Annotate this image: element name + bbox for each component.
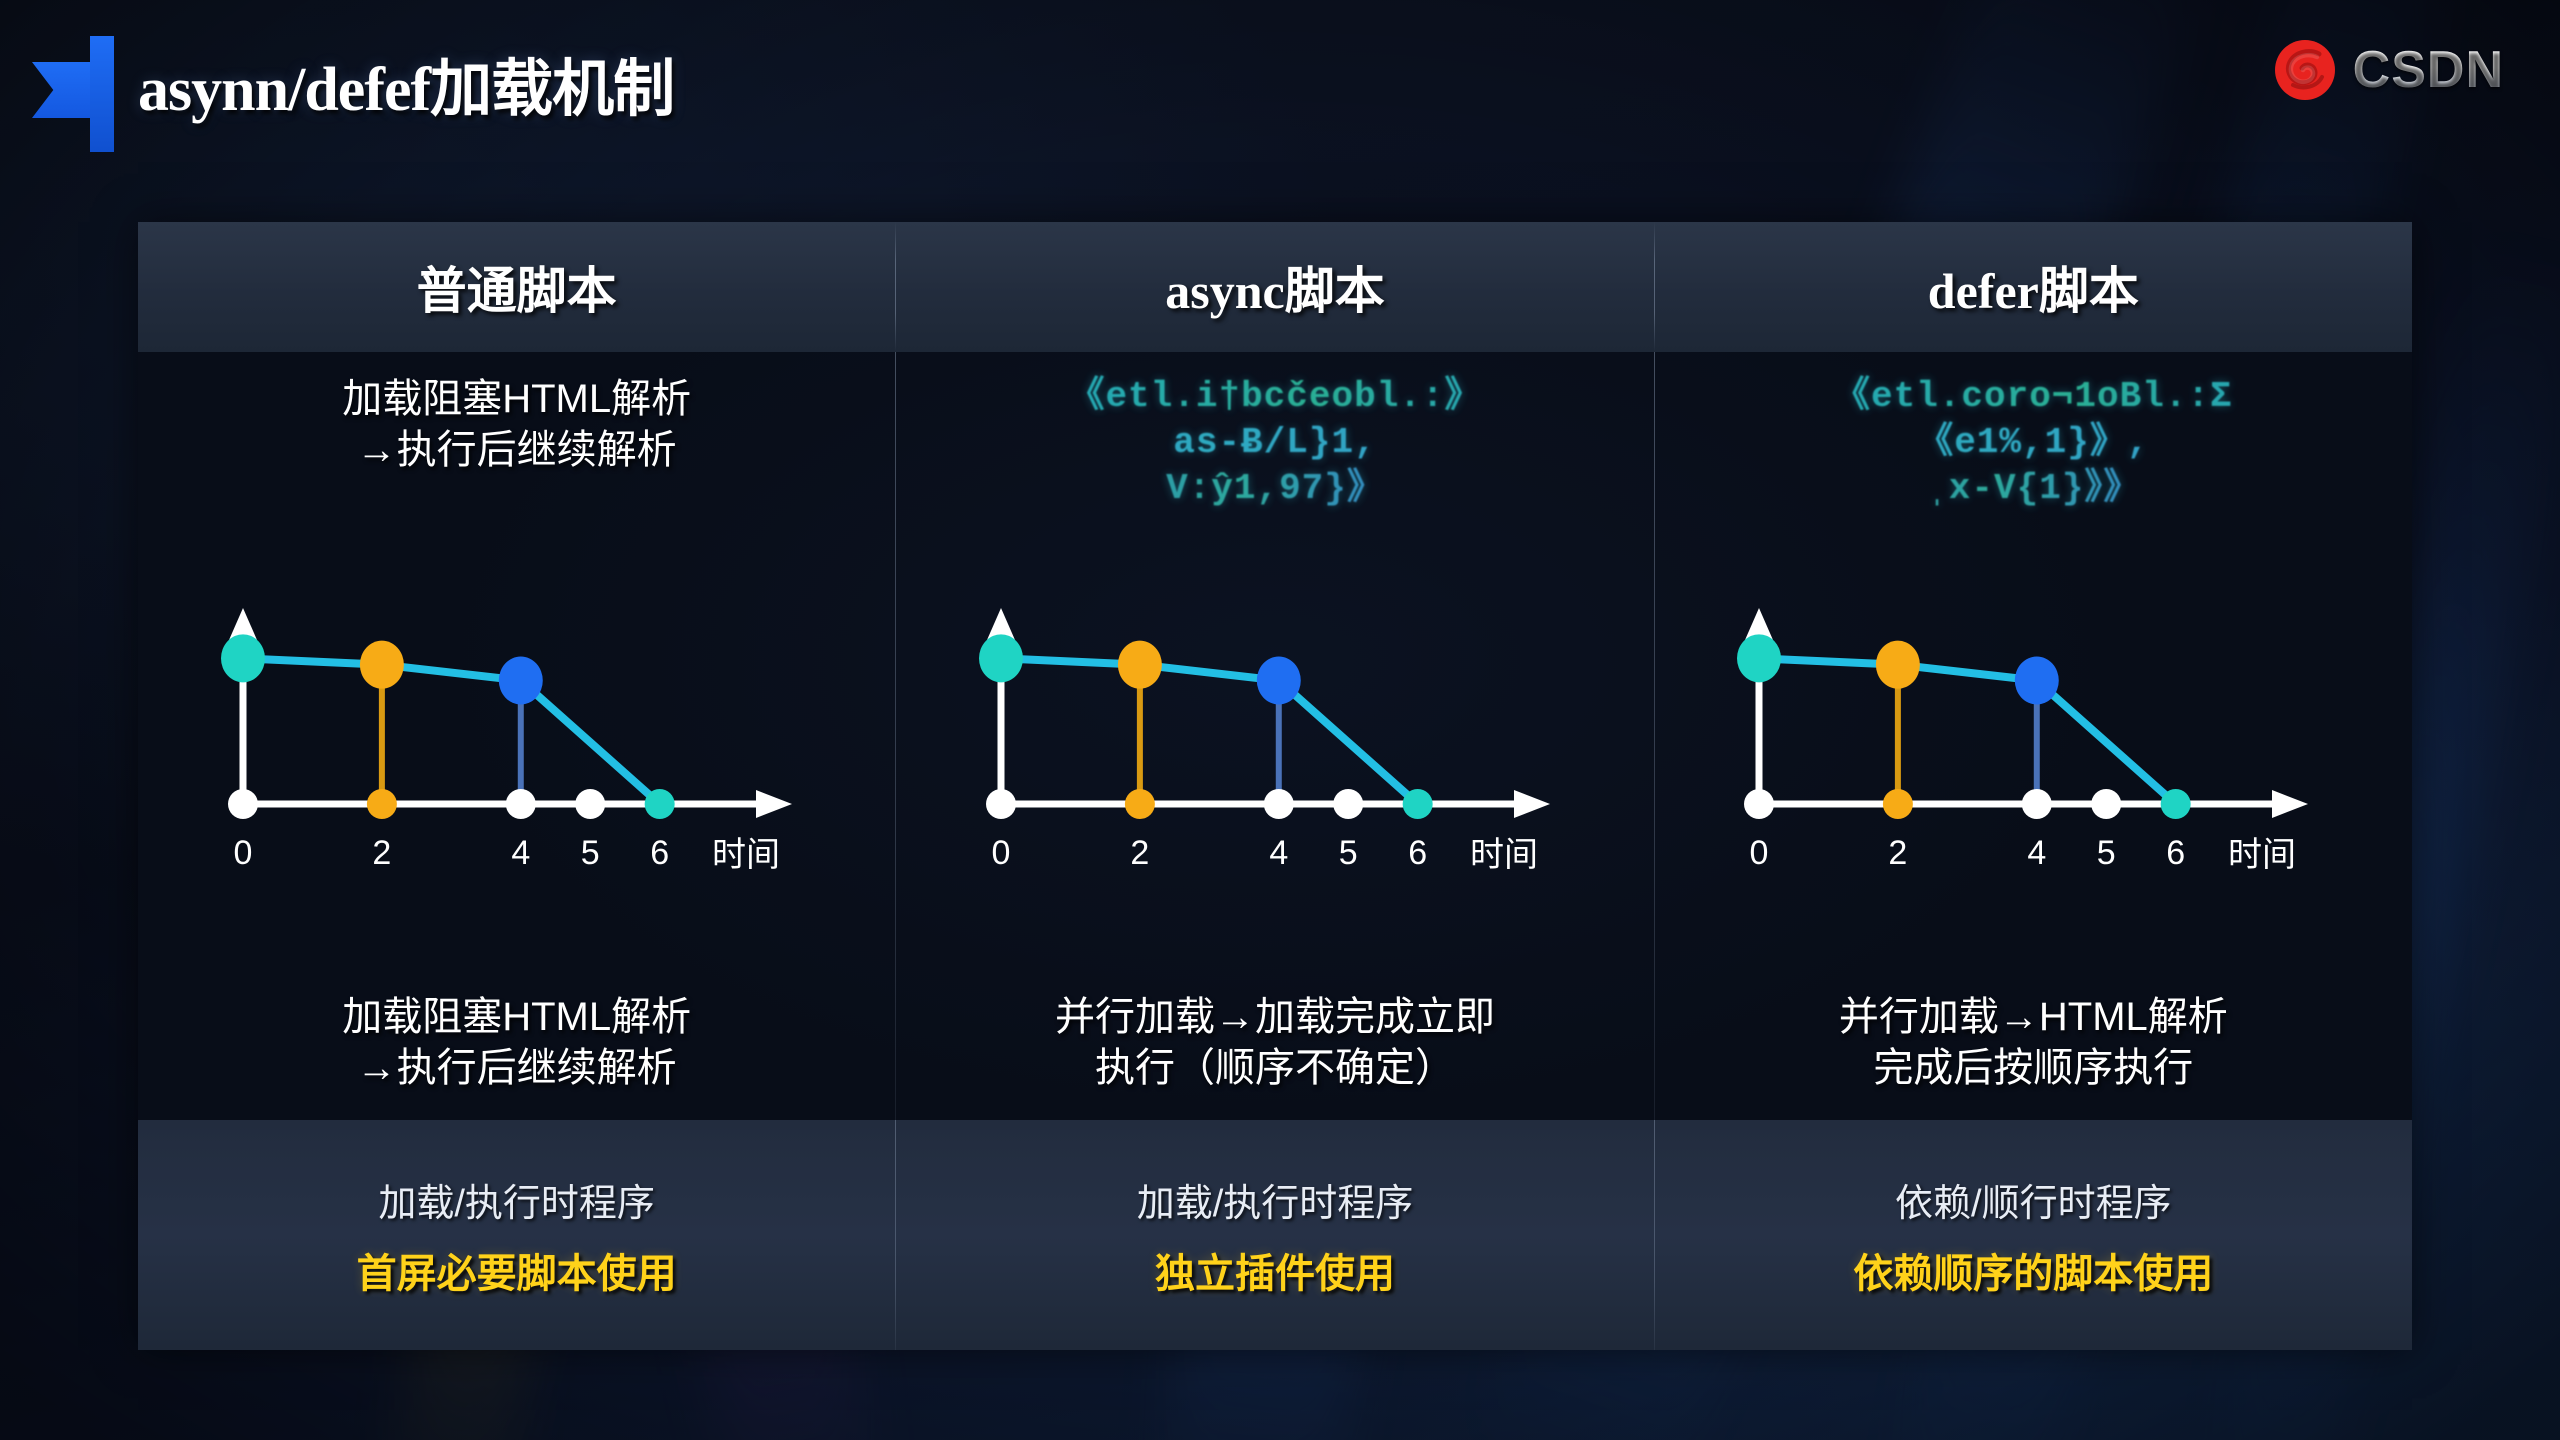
svg-text:时间: 时间 — [712, 836, 780, 874]
column-body-defer: 《etl.coro¬1oBl.:Σ 《e1%,1}》, ˌx-V{1}》》 0 2… — [1655, 352, 2412, 1120]
footer-note: 依赖/顺行时程序 — [1895, 1182, 2172, 1225]
panel-body-row: 加载阻塞HTML解析 →执行后继续解析 0 2 4 5 6 时间 加载阻塞HTML解析 →… — [138, 352, 2412, 1120]
bottom-text-line: 并行加载→加载完成立即 — [1054, 994, 1495, 1039]
column-divider — [895, 1120, 897, 1350]
svg-text:4: 4 — [1269, 834, 1288, 872]
panel-header-row: 普通脚本 async脚本 defer脚本 — [138, 222, 2412, 352]
blue-flag-marker-icon — [32, 36, 114, 152]
bottom-text-line: 执行（顺序不确定） — [1094, 1045, 1455, 1090]
svg-text:时间: 时间 — [2228, 836, 2296, 874]
svg-text:0: 0 — [992, 834, 1011, 872]
column-divider — [1653, 352, 1655, 1120]
column-header-async: async脚本 — [896, 222, 1653, 352]
column-header-defer: defer脚本 — [1655, 222, 2412, 352]
column-divider — [895, 222, 897, 352]
svg-text:时间: 时间 — [1470, 836, 1538, 874]
column-header-label: async脚本 — [1165, 263, 1385, 319]
column-footer-defer: 依赖/顺行时程序 依赖顺序的脚本使用 — [1655, 1120, 2412, 1350]
column-bottom-text: 加载阻塞HTML解析 →执行后继续解析 — [138, 992, 895, 1094]
bottom-text-line: 完成后按顺序执行 — [1873, 1045, 2194, 1090]
page-title: asynn/defef加载机制 — [138, 56, 675, 124]
panel-footer-row: 加载/执行时程序 首屏必要脚本使用 加载/执行时程序 独立插件使用 依赖/顺行时… — [138, 1120, 2412, 1350]
slide-header: asynn/defef加载机制 CSDN — [0, 0, 2560, 178]
bottom-text-line: 加载阻塞HTML解析 — [342, 994, 692, 1039]
column-header-label: defer脚本 — [1927, 263, 2139, 319]
svg-text:4: 4 — [511, 834, 530, 872]
column-footer-normal: 加载/执行时程序 首屏必要脚本使用 — [138, 1120, 895, 1350]
timeline-chart-async: 0 2 4 5 6 时间 — [965, 592, 1585, 892]
footer-note: 加载/执行时程序 — [1136, 1182, 1414, 1225]
column-divider — [1653, 222, 1655, 352]
code-line: ˌx-V{1}》》 — [1655, 466, 2412, 512]
column-top-code: 《etl.coro¬1oBl.:Σ 《e1%,1}》, ˌx-V{1}》》 — [1655, 374, 2412, 512]
code-line: 《e1%,1}》, — [1655, 420, 2412, 466]
column-top-text: 加载阻塞HTML解析 →执行后继续解析 — [138, 374, 895, 476]
footer-usage-tag: 首屏必要脚本使用 — [356, 1251, 677, 1296]
svg-text:5: 5 — [1339, 834, 1358, 872]
column-header-normal: 普通脚本 — [138, 222, 895, 352]
bottom-text-line: 并行加载→HTML解析 — [1838, 994, 2228, 1039]
svg-text:6: 6 — [1408, 834, 1427, 872]
top-text-line: 加载阻塞HTML解析 — [342, 377, 692, 421]
column-body-async: 《etl.i†bcčeobl.:》 as-Ƀ/L}1, V:ŷ1,97}》 0 2… — [896, 352, 1653, 1120]
svg-text:5: 5 — [580, 834, 599, 872]
column-bottom-text: 并行加载→加载完成立即 执行（顺序不确定） — [896, 992, 1653, 1094]
column-top-code: 《etl.i†bcčeobl.:》 as-Ƀ/L}1, V:ŷ1,97}》 — [896, 374, 1653, 512]
comparison-panel: 普通脚本 async脚本 defer脚本 加载阻塞HTML解析 →执行后继续解析… — [138, 222, 2412, 1350]
column-divider — [895, 352, 897, 1120]
csdn-logo: CSDN — [2273, 38, 2504, 102]
code-line: 《etl.i†bcčeobl.:》 — [896, 374, 1653, 420]
footer-usage-tag: 独立插件使用 — [1154, 1251, 1395, 1296]
bottom-text-line: →执行后继续解析 — [356, 1045, 677, 1090]
column-divider — [1653, 1120, 1655, 1350]
svg-text:6: 6 — [2167, 834, 2186, 872]
svg-text:2: 2 — [1130, 834, 1149, 872]
column-bottom-text: 并行加载→HTML解析 完成后按顺序执行 — [1655, 992, 2412, 1094]
svg-text:5: 5 — [2097, 834, 2116, 872]
svg-text:0: 0 — [1750, 834, 1769, 872]
column-footer-async: 加载/执行时程序 独立插件使用 — [896, 1120, 1653, 1350]
code-line: 《etl.coro¬1oBl.:Σ — [1655, 374, 2412, 420]
svg-text:4: 4 — [2028, 834, 2047, 872]
column-body-normal: 加载阻塞HTML解析 →执行后继续解析 0 2 4 5 6 时间 加载阻塞HTML解析 →… — [138, 352, 895, 1120]
column-header-label: 普通脚本 — [416, 263, 617, 319]
timeline-chart-normal: 0 2 4 5 6 时间 — [207, 592, 827, 892]
code-line: as-Ƀ/L}1, — [896, 420, 1653, 466]
csdn-swirl-icon — [2274, 40, 2335, 100]
footer-note: 加载/执行时程序 — [378, 1182, 655, 1225]
timeline-chart-defer: 0 2 4 5 6 时间 — [1723, 592, 2343, 892]
svg-text:2: 2 — [372, 834, 391, 872]
footer-usage-tag: 依赖顺序的脚本使用 — [1853, 1251, 2214, 1296]
csdn-logo-text: CSDN — [2352, 41, 2504, 99]
svg-text:0: 0 — [233, 834, 252, 872]
code-line: V:ŷ1,97}》 — [896, 466, 1653, 512]
top-text-line: →执行后继续解析 — [356, 428, 677, 473]
svg-text:2: 2 — [1889, 834, 1908, 872]
svg-text:6: 6 — [650, 834, 669, 872]
